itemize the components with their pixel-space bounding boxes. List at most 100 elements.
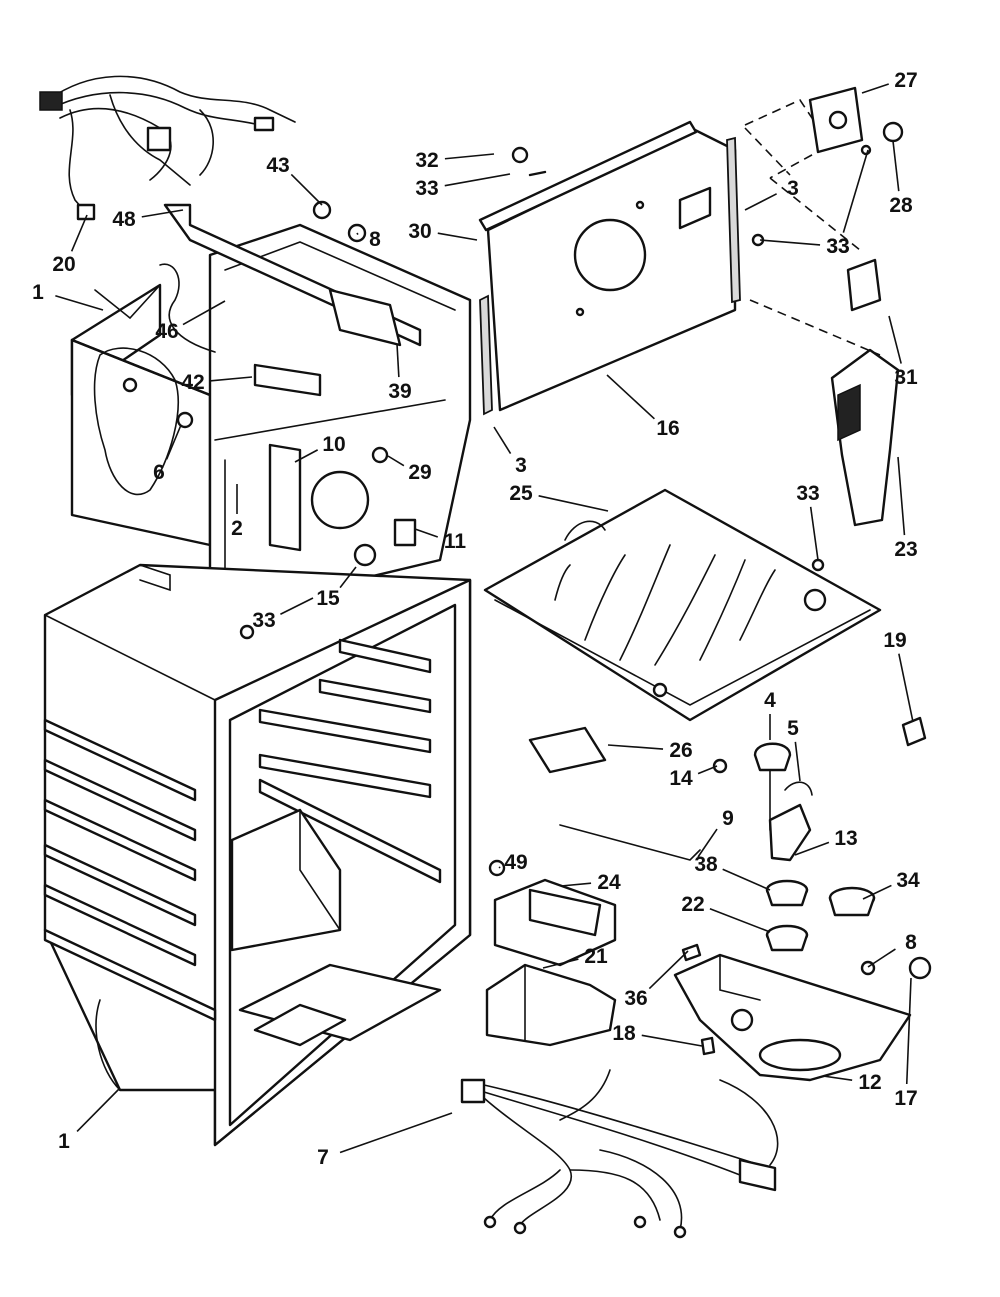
leader-line [809,506,819,561]
leader-line [697,765,718,775]
callout-number: 49 [504,851,527,874]
callout-c46: 46 [155,300,226,343]
callout-c5: 5 [787,717,801,782]
callout-c14: 14 [669,765,718,790]
callout-c33d: 33 [796,482,820,561]
leader-line [822,1075,853,1082]
leader-line [697,828,718,858]
leader-line [842,149,869,233]
callout-c16: 16 [606,374,680,440]
callout-c17: 17 [894,977,918,1110]
leader-line [182,300,226,326]
callout-number: 23 [894,538,917,561]
callout-number: 34 [896,869,920,892]
leader-line [898,653,914,723]
callout-number: 6 [153,461,165,484]
leader-line [794,741,801,782]
leader-line [165,424,182,460]
callout-c43: 43 [266,154,323,206]
callout-c3a: 3 [744,177,799,211]
leader-line [648,950,689,990]
leader-line [356,232,359,235]
leader-line [542,958,579,969]
leader-line [437,232,478,241]
callout-number: 7 [317,1146,329,1169]
callout-number: 11 [444,530,467,553]
callout-number: 43 [266,154,289,177]
leader-line [905,977,912,1085]
callout-number: 5 [787,717,799,740]
callout-number: 27 [894,69,917,92]
callout-c11: 11 [414,528,467,553]
callout-number: 18 [612,1022,636,1045]
air-damper [830,258,900,527]
leader-line [641,1034,703,1047]
leader-line [560,882,592,887]
leader-line [897,456,906,536]
callout-number: 1 [32,281,44,304]
callout-c29: 29 [387,455,432,484]
callout-c1a: 1 [32,281,104,311]
callout-number: 8 [369,228,381,251]
crisper-cover [483,488,882,722]
callout-c9: 9 [697,807,734,858]
callout-c33c: 33 [759,235,850,258]
callout-c8b: 8 [867,931,917,968]
leader-line [339,566,357,589]
callout-c30: 30 [408,220,478,243]
callout-number: 33 [796,482,819,505]
callout-number: 42 [181,371,204,394]
leader-line [867,948,896,968]
control-housing [159,203,472,617]
callout-number: 8 [905,931,917,954]
callout-c49: 49 [498,851,528,874]
callout-c19: 19 [883,629,914,723]
leader-line [55,294,104,311]
callout-c6: 6 [153,424,182,484]
callout-number: 14 [669,767,693,790]
callout-number: 16 [656,417,679,440]
leader-line [888,315,902,364]
callout-c28: 28 [889,140,913,217]
callout-number: 20 [52,253,75,276]
callout-c42: 42 [181,371,253,394]
leader-line [709,908,771,933]
callout-c4: 4 [764,689,776,740]
leader-line [444,173,511,187]
callout-number: 19 [883,629,906,652]
callout-c1b: 1 [58,1087,121,1153]
callout-c36: 36 [624,950,689,1010]
callout-c34: 34 [862,869,920,900]
callout-number: 33 [252,609,275,632]
leader-line [444,153,495,160]
leader-line [744,193,778,211]
fan-motor-bracket [673,879,932,1082]
callout-c13: 13 [794,827,858,856]
wire-harness-top [39,75,296,221]
leader-line [722,868,771,891]
callout-c33b: 33 [826,149,869,258]
callout-number: 48 [112,208,136,231]
callout-number: 9 [722,807,734,830]
callout-number: 33 [826,235,849,258]
callout-c33e: 33 [252,597,314,632]
callout-number: 15 [316,587,340,610]
leader-line [794,841,830,856]
leader-line [606,374,655,420]
callout-number: 31 [894,366,918,389]
callout-number: 24 [597,871,621,894]
callout-number: 32 [415,149,438,172]
callout-number: 21 [584,945,608,968]
callout-number: 36 [624,987,647,1010]
air-duct-panel [478,120,741,416]
callout-number: 4 [764,689,776,712]
callout-c26: 26 [607,739,693,762]
leader-line [607,744,664,750]
callout-number: 3 [787,177,799,200]
callout-c25: 25 [509,482,609,512]
freezer-liner-upper [70,283,212,547]
callout-number: 29 [408,461,431,484]
callout-c38: 38 [694,853,771,891]
